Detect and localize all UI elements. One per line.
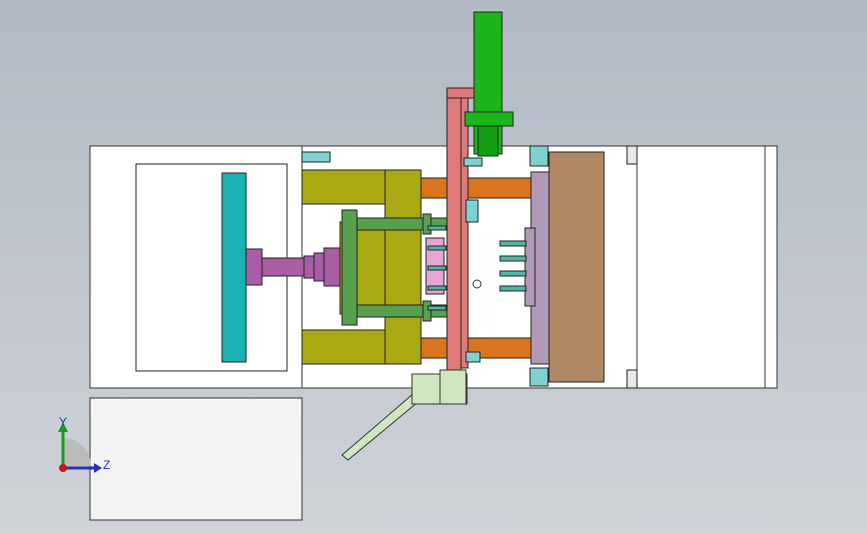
robot-arm-top xyxy=(446,87,476,99)
support-collar-bottom xyxy=(422,300,432,322)
control-cabinet xyxy=(89,397,303,521)
platen-roller-bottom xyxy=(626,369,638,389)
core-pin xyxy=(427,225,447,231)
ejector-pin xyxy=(499,255,527,262)
triad-quadrant xyxy=(63,438,91,466)
z-axis-label: Z xyxy=(103,458,110,472)
platen-roller-top xyxy=(626,145,638,165)
robot-arm-rail xyxy=(460,97,469,369)
nozzle-tip-2 xyxy=(313,252,325,282)
injection-plate xyxy=(221,172,247,363)
core-pin xyxy=(427,285,447,291)
cylinder-base xyxy=(477,125,499,157)
sensor-ring xyxy=(472,279,482,289)
core-pin xyxy=(427,305,447,311)
ejector-pins xyxy=(427,225,527,311)
bracket-mid xyxy=(465,199,479,223)
y-axis-label: Y xyxy=(59,415,67,429)
z-axis-arrow xyxy=(94,463,102,473)
cylinder-rod xyxy=(464,111,514,127)
guide-pillar-top xyxy=(420,177,532,199)
bracket-top xyxy=(463,157,483,167)
clamp-block xyxy=(384,169,422,365)
bracket-top-left xyxy=(301,151,331,163)
support-block-left xyxy=(341,209,358,326)
nozzle-body xyxy=(245,248,263,286)
y-axis-arrow xyxy=(58,422,68,432)
mold-insert xyxy=(524,227,536,307)
ejector-pin xyxy=(499,285,527,292)
robot-arm-vertical xyxy=(446,87,462,371)
ejector-pin xyxy=(499,270,527,277)
fixed-platen xyxy=(548,151,605,383)
bracket-top-right xyxy=(529,145,549,167)
triad-origin xyxy=(59,464,67,472)
nozzle-tip-1 xyxy=(303,255,315,279)
ejector-pin xyxy=(499,240,527,247)
core-pin xyxy=(427,265,447,271)
bracket-low xyxy=(465,351,481,363)
nozzle-barrel xyxy=(261,257,305,277)
bracket-bottom-right xyxy=(529,367,549,387)
axis-triad: Y Z xyxy=(58,415,110,473)
nozzle-tip-3 xyxy=(323,247,341,287)
support-collar-top xyxy=(422,213,432,235)
core-pin xyxy=(427,245,447,251)
conveyor-mount xyxy=(439,369,467,405)
